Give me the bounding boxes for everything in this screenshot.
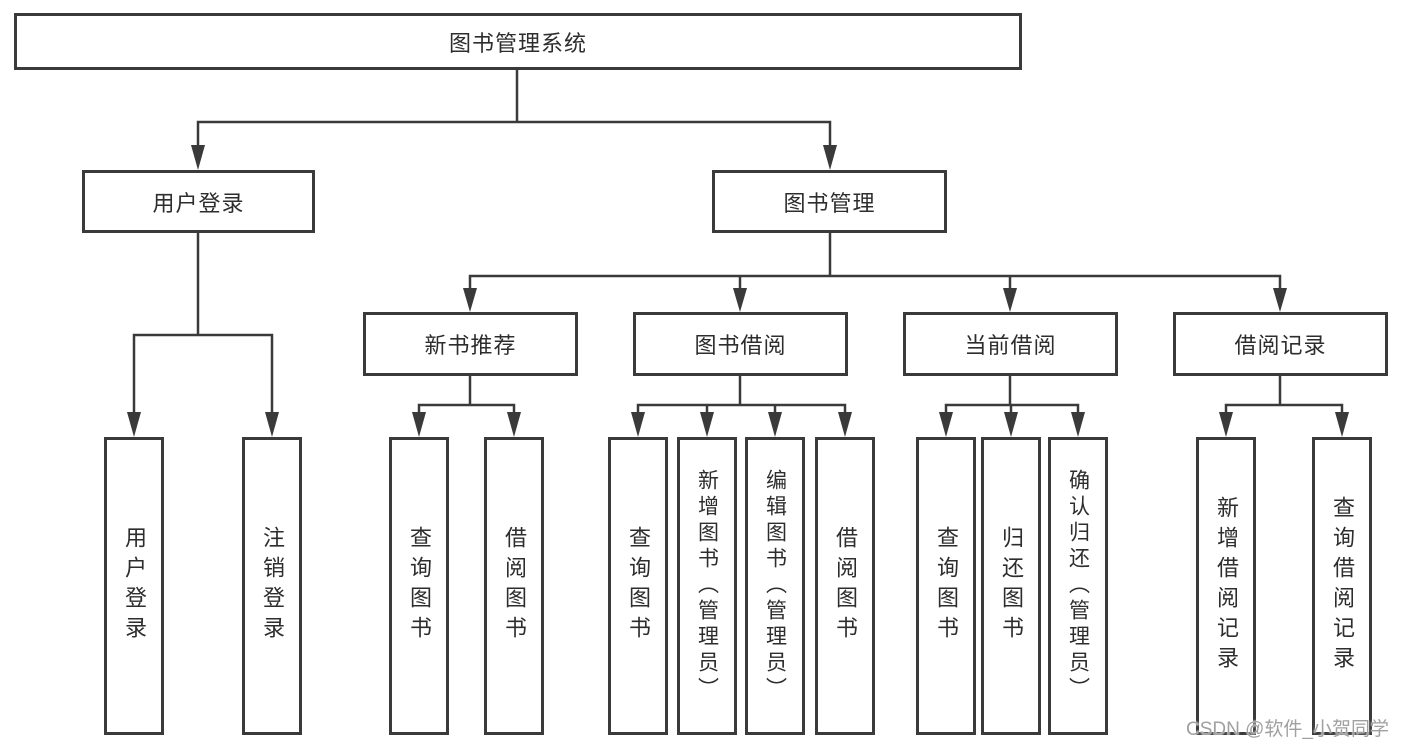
leaf-label: 用户登录: [122, 526, 147, 646]
node-borrowing-records: 借阅记录: [1173, 312, 1388, 376]
node-leaf-add-book-admin: 新增图书（管理员）: [677, 437, 737, 735]
node-library-system: 图书管理系统: [14, 13, 1022, 70]
node-new-book-recommendation: 新书推荐: [363, 312, 578, 376]
node-book-management: 图书管理: [712, 170, 947, 233]
leaf-label: 新增借阅记录: [1214, 496, 1239, 676]
node-leaf-confirm-return-admin: 确认归还（管理员）: [1048, 437, 1108, 735]
leaf-label: 借阅图书: [502, 526, 527, 646]
node-leaf-query-borrow-record: 查询借阅记录: [1312, 437, 1372, 735]
leaf-label: 查询图书: [934, 526, 959, 646]
node-leaf-borrow-books: 借阅图书: [484, 437, 544, 735]
node-leaf-query-books: 查询图书: [608, 437, 668, 735]
node-leaf-user-login: 用户登录: [104, 437, 164, 735]
leaf-label: 注销登录: [260, 526, 285, 646]
leaf-label: 借阅图书: [833, 526, 858, 646]
node-user-login: 用户登录: [82, 170, 315, 233]
csdn-watermark: CSDN @软件_小贺同学: [1186, 719, 1389, 740]
leaf-label: 编辑图书（管理员）: [763, 469, 787, 703]
node-leaf-add-borrow-record: 新增借阅记录: [1196, 437, 1256, 735]
leaf-label: 新增图书（管理员）: [695, 469, 719, 703]
leaf-label: 确认归还（管理员）: [1066, 469, 1090, 703]
leaf-label: 归还图书: [999, 526, 1024, 646]
node-leaf-borrow-books: 借阅图书: [815, 437, 875, 735]
node-leaf-query-books: 查询图书: [389, 437, 449, 735]
node-book-borrowing: 图书借阅: [633, 312, 848, 376]
node-leaf-logout: 注销登录: [242, 437, 302, 735]
node-leaf-query-books: 查询图书: [916, 437, 976, 735]
leaf-label: 查询借阅记录: [1330, 496, 1355, 676]
leaf-label: 查询图书: [407, 526, 432, 646]
node-leaf-edit-book-admin: 编辑图书（管理员）: [745, 437, 805, 735]
leaf-label: 查询图书: [626, 526, 651, 646]
node-current-borrowing: 当前借阅: [903, 312, 1118, 376]
node-leaf-return-books: 归还图书: [981, 437, 1041, 735]
